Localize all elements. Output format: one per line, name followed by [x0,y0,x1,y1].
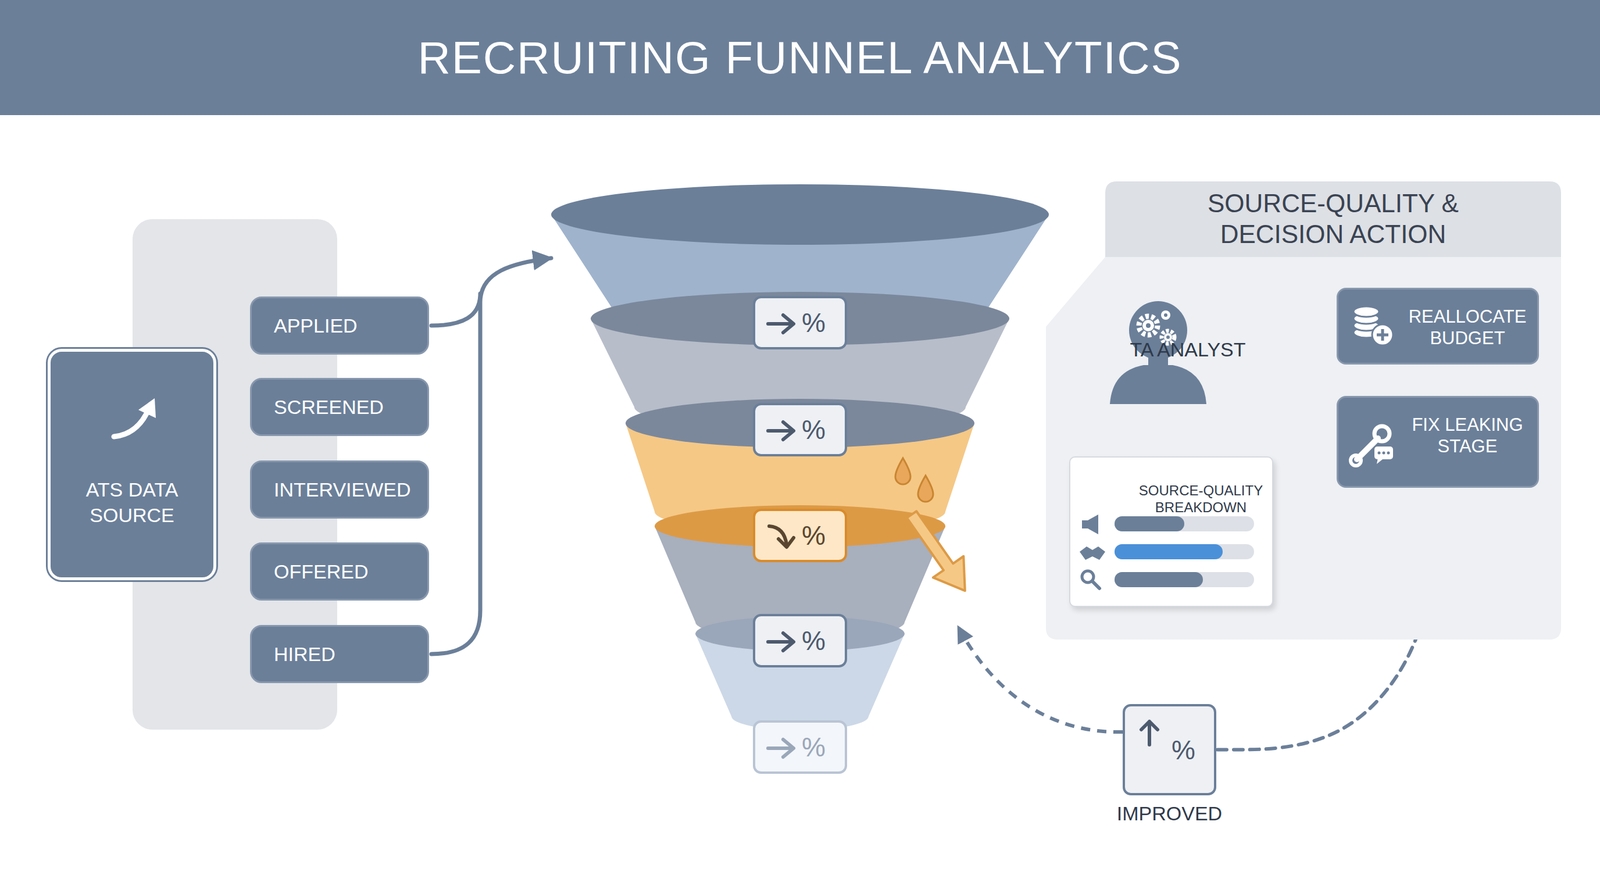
text-block: REALLOCATE BUDGET [1338,289,1538,366]
node-icon [1070,511,1275,599]
stage-pill: HIRED [250,625,430,684]
node-label: SOURCE-QUALITY BREAKDOWN [1129,482,1273,517]
node-icon [764,521,800,552]
node-label: ATS DATA SOURCE [58,476,206,528]
percent-value: % [801,625,837,657]
percent-value: % [801,519,837,552]
node-icon [764,627,800,656]
source-box: ATS DATA SOURCE [47,348,217,581]
stage-pill: SCREENED [250,377,430,437]
node-label: REALLOCATE BUDGET [1403,305,1532,349]
node-icon [1348,419,1398,469]
action-box: FIX LEAKING STAGE [1336,395,1539,488]
node-label: INTERVIEWED [273,478,416,502]
action-panel: SOURCE-QUALITY & DECISION ACTION TA ANALY… [1045,181,1562,640]
analyst-figure: TA ANALYST [1097,290,1220,445]
text-block: % [755,405,845,455]
text-block: INTERVIEWED [251,462,428,517]
text-block: SOURCE-QUALITY & DECISION ACTION [1045,181,1562,257]
breakdown-card: SOURCE-QUALITY BREAKDOWN [1069,456,1274,607]
funnel [551,184,1049,731]
text-block: % [755,298,845,348]
diagram-title: RECRUITING FUNNEL ANALYTICS [417,31,1182,85]
node-label: SOURCE-QUALITY & DECISION ACTION [1170,188,1496,250]
text-block: SOURCE-QUALITY BREAKDOWN [1070,457,1273,534]
feedback-arrow [958,626,1123,732]
rate-badge: % [752,295,848,350]
title-bar: RECRUITING FUNNEL ANALYTICS [0,0,1600,116]
stage-pill: OFFERED [250,542,430,601]
percent-value: % [1171,734,1206,766]
rate-badge: % [752,613,848,668]
improved-badge: %IMPROVED [1122,704,1217,796]
action-box: REALLOCATE BUDGET [1336,287,1539,365]
node-label: IMPROVED [1116,802,1223,825]
text-block: % [755,722,845,772]
percent-value: % [801,731,837,763]
rate-badge: % [752,720,848,774]
node-label: HIRED [273,643,416,666]
node-label: FIX LEAKING STAGE [1403,413,1532,457]
node-label: APPLIED [273,314,416,338]
stage-bracket [431,258,552,655]
node-icon [764,309,800,338]
leak-badge: % [752,508,848,563]
stage-pill: INTERVIEWED [250,460,430,519]
percent-value: % [801,413,837,446]
node-icon [764,416,800,445]
rate-badge: % [752,402,848,457]
leak-drops [895,458,934,502]
node-label: OFFERED [273,560,416,584]
stage-pill: APPLIED [250,296,430,355]
text-block: % [755,616,845,666]
node-icon [1348,303,1398,353]
text-block: TA ANALYST [1097,290,1220,367]
text-block: SCREENED [251,379,428,435]
node-icon [764,734,800,763]
text-block: HIRED [251,626,428,682]
node-label: SCREENED [273,395,416,419]
node-icon [105,392,164,445]
percent-value: % [801,306,837,339]
node-icon [1133,716,1169,750]
leak-arrow [896,504,981,602]
node-label: TA ANALYST [1129,337,1246,362]
text-block: APPLIED [251,298,428,353]
text-block: ATS DATA SOURCE [50,351,214,578]
text-block: % [755,511,845,560]
text-block: %IMPROVED [1125,706,1214,794]
text-block: OFFERED [251,544,428,599]
text-block: FIX LEAKING STAGE [1338,397,1538,474]
